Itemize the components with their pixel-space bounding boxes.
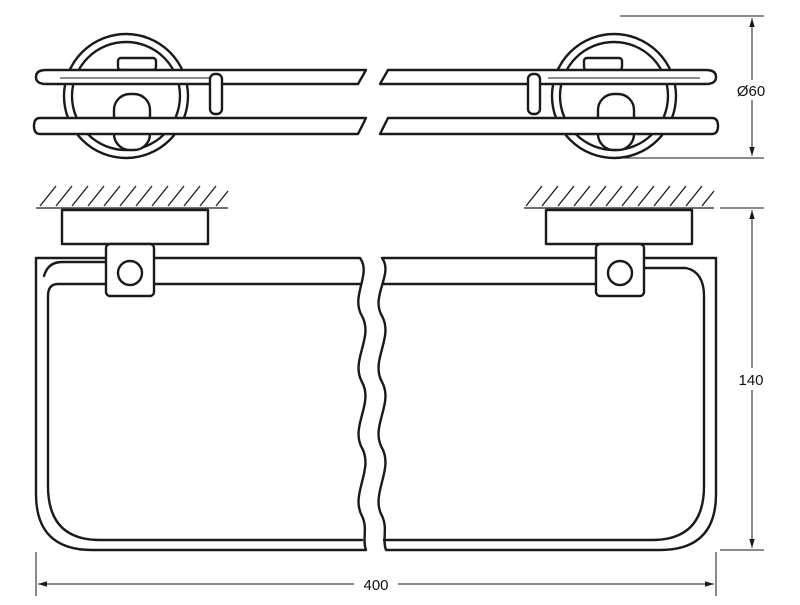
glass-shelf-left [34, 256, 368, 552]
diameter-label: Ø60 [737, 83, 765, 100]
wall-hatch-left [36, 185, 229, 209]
depth-dimension: 140 [720, 207, 774, 551]
width-label: 400 [363, 577, 388, 594]
front-glass-left [32, 116, 368, 136]
depth-label: 140 [738, 372, 763, 389]
front-right-flange [550, 32, 678, 160]
bracket-left [104, 242, 156, 298]
top-view [34, 185, 718, 552]
rail-left [46, 282, 364, 542]
rail-clip-left [208, 72, 224, 116]
front-glass-right [378, 116, 720, 136]
rail-right [382, 266, 706, 542]
wall-plate-right [544, 208, 694, 246]
rail-clip-right [526, 72, 542, 116]
glass-shelf-right [377, 256, 718, 552]
bracket-right [594, 242, 646, 298]
wall-plate-left [60, 208, 210, 246]
front-view [32, 32, 720, 160]
wall-hatch-right [524, 185, 715, 209]
front-rail-right [378, 68, 718, 86]
diameter-dimension: Ø60 [620, 15, 772, 159]
width-dimension: 400 [35, 552, 717, 596]
front-rail-left [34, 68, 368, 86]
front-left-flange [62, 32, 190, 160]
